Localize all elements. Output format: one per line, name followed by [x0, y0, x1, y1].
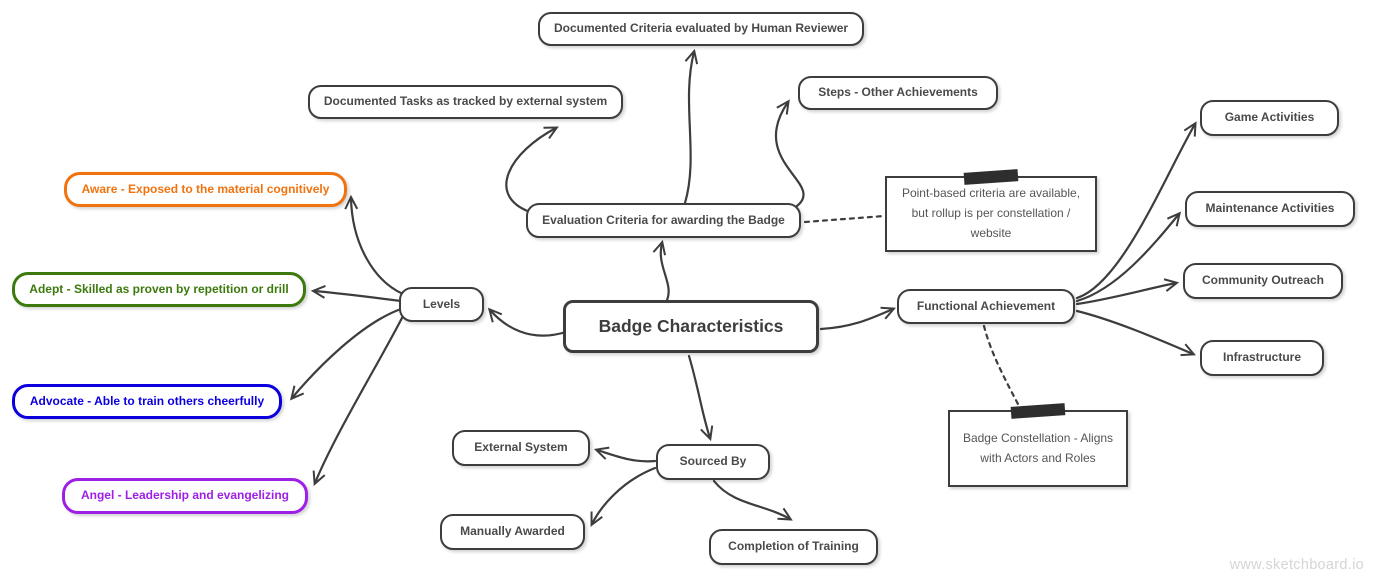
node-level-aware[interactable]: Aware - Exposed to the material cognitiv…	[64, 172, 347, 207]
edge-functional-maintenance	[1075, 211, 1182, 303]
node-documented-criteria[interactable]: Documented Criteria evaluated by Human R…	[538, 12, 864, 46]
node-maintenance-activities[interactable]: Maintenance Activities	[1185, 191, 1355, 227]
node-sourced-by[interactable]: Sourced By	[656, 444, 770, 480]
edge-evaluation-doccriteria	[683, 48, 699, 205]
node-evaluation-criteria[interactable]: Evaluation Criteria for awarding the Bad…	[526, 203, 801, 238]
tape-icon	[963, 169, 1019, 185]
node-completion-of-training[interactable]: Completion of Training	[709, 529, 878, 565]
node-levels[interactable]: Levels	[399, 287, 484, 322]
node-functional-achievement[interactable]: Functional Achievement	[897, 289, 1075, 324]
edge-functional-infrastructure	[1075, 309, 1196, 357]
node-level-advocate[interactable]: Advocate - Able to train others cheerful…	[12, 384, 282, 419]
node-badge-characteristics[interactable]: Badge Characteristics	[563, 300, 819, 353]
node-documented-tasks[interactable]: Documented Tasks as tracked by external …	[308, 85, 623, 119]
edge-levels-angel	[312, 312, 406, 486]
edge-sourcedby-external	[593, 446, 657, 463]
edge-levels-aware	[344, 194, 405, 296]
node-infrastructure[interactable]: Infrastructure	[1200, 340, 1324, 376]
edge-root-sourcedby	[687, 354, 714, 442]
note-badge-constellation[interactable]: Badge Constellation - Aligns with Actors…	[948, 403, 1128, 487]
tape-icon	[1010, 403, 1066, 419]
edge-functional-community	[1075, 278, 1180, 306]
edge-functional-note-dotted	[982, 324, 1021, 408]
node-steps-other-achievements[interactable]: Steps - Other Achievements	[798, 76, 998, 110]
node-game-activities[interactable]: Game Activities	[1200, 100, 1339, 136]
edge-sourcedby-completion	[712, 479, 793, 521]
note-text: Point-based criteria are available, but …	[901, 186, 1081, 240]
note-text: Badge Constellation - Aligns with Actors…	[962, 430, 1114, 465]
edge-functional-game	[1075, 121, 1197, 300]
node-external-system[interactable]: External System	[452, 430, 590, 466]
node-level-adept[interactable]: Adept - Skilled as proven by repetition …	[12, 272, 306, 307]
edge-evaluation-steps	[774, 99, 805, 208]
node-manually-awarded[interactable]: Manually Awarded	[440, 514, 585, 550]
edge-sourcedby-manually	[590, 466, 657, 527]
node-level-angel[interactable]: Angel - Leadership and evangelizing	[62, 478, 308, 514]
edge-root-functional	[819, 306, 896, 331]
edge-levels-advocate	[289, 307, 403, 401]
node-community-outreach[interactable]: Community Outreach	[1183, 263, 1343, 299]
note-point-based-criteria[interactable]: Point-based criteria are available, but …	[885, 169, 1097, 252]
edge-evaluation-doctasks	[505, 126, 559, 214]
edge-root-levels	[487, 307, 568, 337]
edge-evaluation-note-dotted	[803, 214, 886, 224]
edge-levels-adept	[310, 285, 403, 303]
sketchboard-watermark: www.sketchboard.io	[1229, 557, 1364, 573]
edge-root-evaluation	[652, 239, 670, 302]
